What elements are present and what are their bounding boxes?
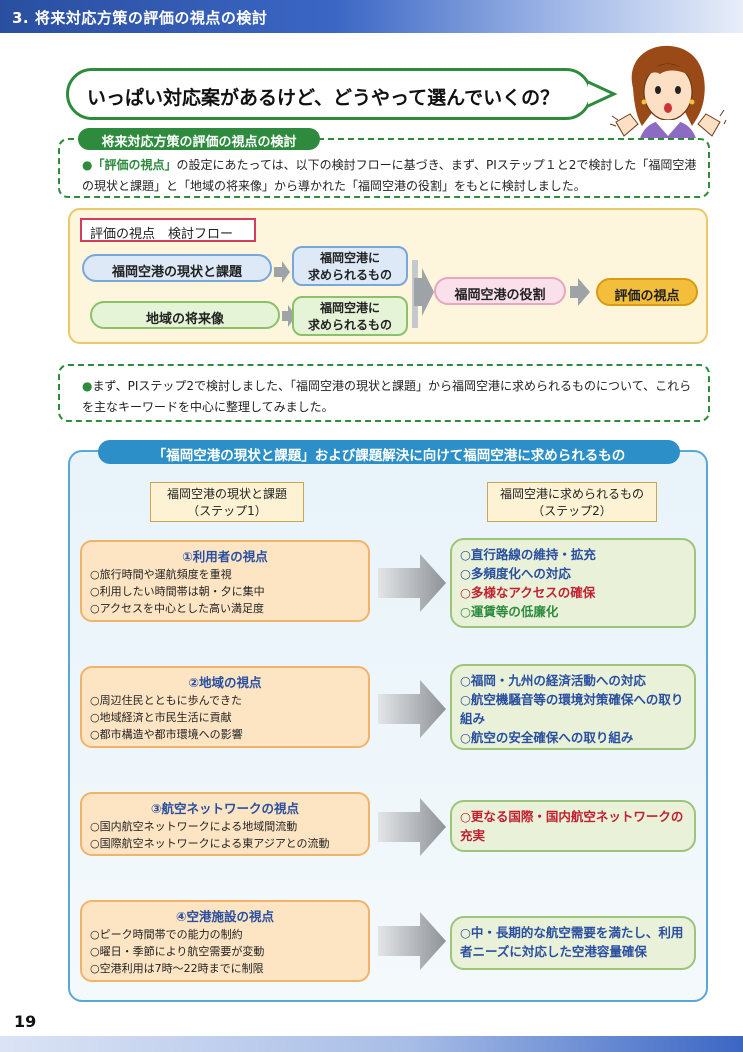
bullet: ● <box>82 379 93 393</box>
view-title: ④空港施設の視点 <box>175 909 275 924</box>
need-item: ○多頻度化への対応 <box>460 566 571 581</box>
need-box-region: ○福岡・九州の経済活動への対応 ○航空機騒音等の環境対策確保への取り組み ○航空… <box>450 664 696 750</box>
main-section-title: 「福岡空港の現状と課題」および課題解決に向けて福岡空港に求められるもの <box>98 440 680 464</box>
flow-arrow-icon <box>282 305 296 327</box>
chapter-header: 3. 将来対応方策の評価の視点の検討 <box>0 0 743 33</box>
step-line: 福岡空港に求められるもの <box>499 487 644 501</box>
flow-node-evaluation: 評価の視点 <box>596 278 698 306</box>
main-arrows <box>378 554 446 970</box>
view-item: ○曜日・季節により航空需要が変動 <box>90 945 265 958</box>
step-line: （ステップ1） <box>187 504 267 518</box>
view-box-network: ③航空ネットワークの視点 ○国内航空ネットワークによる地域間流動 ○国際航空ネッ… <box>80 792 370 856</box>
view-item: ○国際航空ネットワークによる東アジアとの流動 <box>90 837 330 850</box>
flow-node-requirement-1: 福岡空港に 求められるもの <box>292 246 408 286</box>
intro2-text: まず、PIステップ2で検討しました、「福岡空港の現状と課題」から福岡空港に求めら… <box>82 379 692 414</box>
req-line: 求められるもの <box>307 268 392 282</box>
step2-label: 福岡空港に求められるもの （ステップ2） <box>487 482 657 522</box>
highlight-term: 「評価の視点」 <box>92 158 177 172</box>
need-item: ○直行路線の維持・拡充 <box>460 547 596 562</box>
view-title: ③航空ネットワークの視点 <box>150 801 300 816</box>
question-text: いっぱい対応案があるけど、どうやって選んでいくの？ <box>87 87 560 109</box>
page-number: 19 <box>14 1012 37 1031</box>
need-item: ○運賃等の低廉化 <box>460 604 559 619</box>
req-line: 福岡空港に <box>319 301 380 315</box>
view-box-region: ②地域の視点 ○周辺住民とともに歩んできた ○地域経済と市民生活に貢献 ○都市構… <box>80 666 370 748</box>
view-item: ○国内航空ネットワークによる地域間流動 <box>90 820 298 833</box>
bubble-tail-icon <box>588 80 618 108</box>
need-item: ○多様なアクセスの確保 <box>460 585 596 600</box>
need-item: ○福岡・九州の経済活動への対応 <box>460 673 646 688</box>
need-box-facilities: ○中・長期的な航空需要を満たし、利用者ニーズに対応した空港容量確保 <box>450 916 696 970</box>
footer-bar <box>0 1036 743 1052</box>
woman-character-icon <box>609 45 727 148</box>
need-item: ○中・長期的な航空需要を満たし、利用者ニーズに対応した空港容量確保 <box>460 925 684 959</box>
view-item: ○空港利用は7時～22時までに制限 <box>90 962 264 975</box>
view-box-users: ①利用者の視点 ○旅行時間や運航頻度を重視 ○利用したい時間帯は朝・夕に集中 ○… <box>80 540 370 622</box>
flow-node-regional-future: 地域の将来像 <box>90 301 280 329</box>
question-bubble: いっぱい対応案があるけど、どうやって選んでいくの？ <box>66 68 592 120</box>
flow-arrow-icon <box>570 278 590 306</box>
intro2-box <box>58 364 710 422</box>
view-item: ○周辺住民とともに歩んできた <box>90 694 243 707</box>
need-box-network: ○更なる国際・国内航空ネットワークの充実 <box>450 800 696 852</box>
step1-label: 福岡空港の現状と課題 （ステップ1） <box>150 482 304 522</box>
intro-text: の設定にあたっては、以下の検討フローに基づき、まず、PIステップ１と2で検討した… <box>82 158 697 193</box>
req-line: 福岡空港に <box>319 251 380 265</box>
section-label: 将来対応方策の評価の視点の検討 <box>78 128 320 150</box>
arrow-right-icon <box>378 554 446 612</box>
flow-title: 評価の視点 検討フロー <box>80 218 256 242</box>
view-item: ○ピーク時間帯での能力の制約 <box>90 928 243 941</box>
req-line: 求められるもの <box>307 318 392 332</box>
bullet: ● <box>82 158 93 172</box>
view-item: ○利用したい時間帯は朝・夕に集中 <box>90 585 265 598</box>
view-title: ①利用者の視点 <box>182 549 268 564</box>
flow-arrow-icon <box>274 261 290 283</box>
intro-paragraph: ●「評価の視点」の設定にあたっては、以下の検討フローに基づき、まず、PIステップ… <box>82 155 702 197</box>
intro2-paragraph: ●まず、PIステップ2で検討しました、「福岡空港の現状と課題」から福岡空港に求め… <box>82 376 702 418</box>
need-item: ○更なる国際・国内航空ネットワークの充実 <box>460 809 684 843</box>
need-box-users: ○直行路線の維持・拡充 ○多頻度化への対応 ○多様なアクセスの確保 ○運賃等の低… <box>450 538 696 628</box>
flow-node-current-issues: 福岡空港の現状と課題 <box>82 254 272 282</box>
view-box-facilities: ④空港施設の視点 ○ピーク時間帯での能力の制約 ○曜日・季節により航空需要が変動… <box>80 900 370 982</box>
view-item: ○都市構造や都市環境への影響 <box>90 728 243 741</box>
flow-arrow-icon <box>414 268 434 316</box>
flow-arrows <box>274 260 590 328</box>
arrow-right-icon <box>378 912 446 970</box>
chapter-title: 3. 将来対応方策の評価の視点の検討 <box>12 9 268 27</box>
view-title: ②地域の視点 <box>188 675 262 690</box>
view-item: ○旅行時間や運航頻度を重視 <box>90 568 232 581</box>
view-item: ○アクセスを中心とした高い満足度 <box>90 602 265 615</box>
flow-node-requirement-2: 福岡空港に 求められるもの <box>292 296 408 336</box>
step-line: （ステップ2） <box>532 504 612 518</box>
arrow-right-icon <box>378 680 446 738</box>
need-item: ○航空の安全確保への取り組み <box>460 730 634 745</box>
arrow-right-icon <box>378 798 446 856</box>
step-line: 福岡空港の現状と課題 <box>166 487 287 501</box>
view-item: ○地域経済と市民生活に貢献 <box>90 711 232 724</box>
flow-node-airport-role: 福岡空港の役割 <box>434 277 566 305</box>
need-item: ○航空機騒音等の環境対策確保への取り組み <box>460 692 684 726</box>
